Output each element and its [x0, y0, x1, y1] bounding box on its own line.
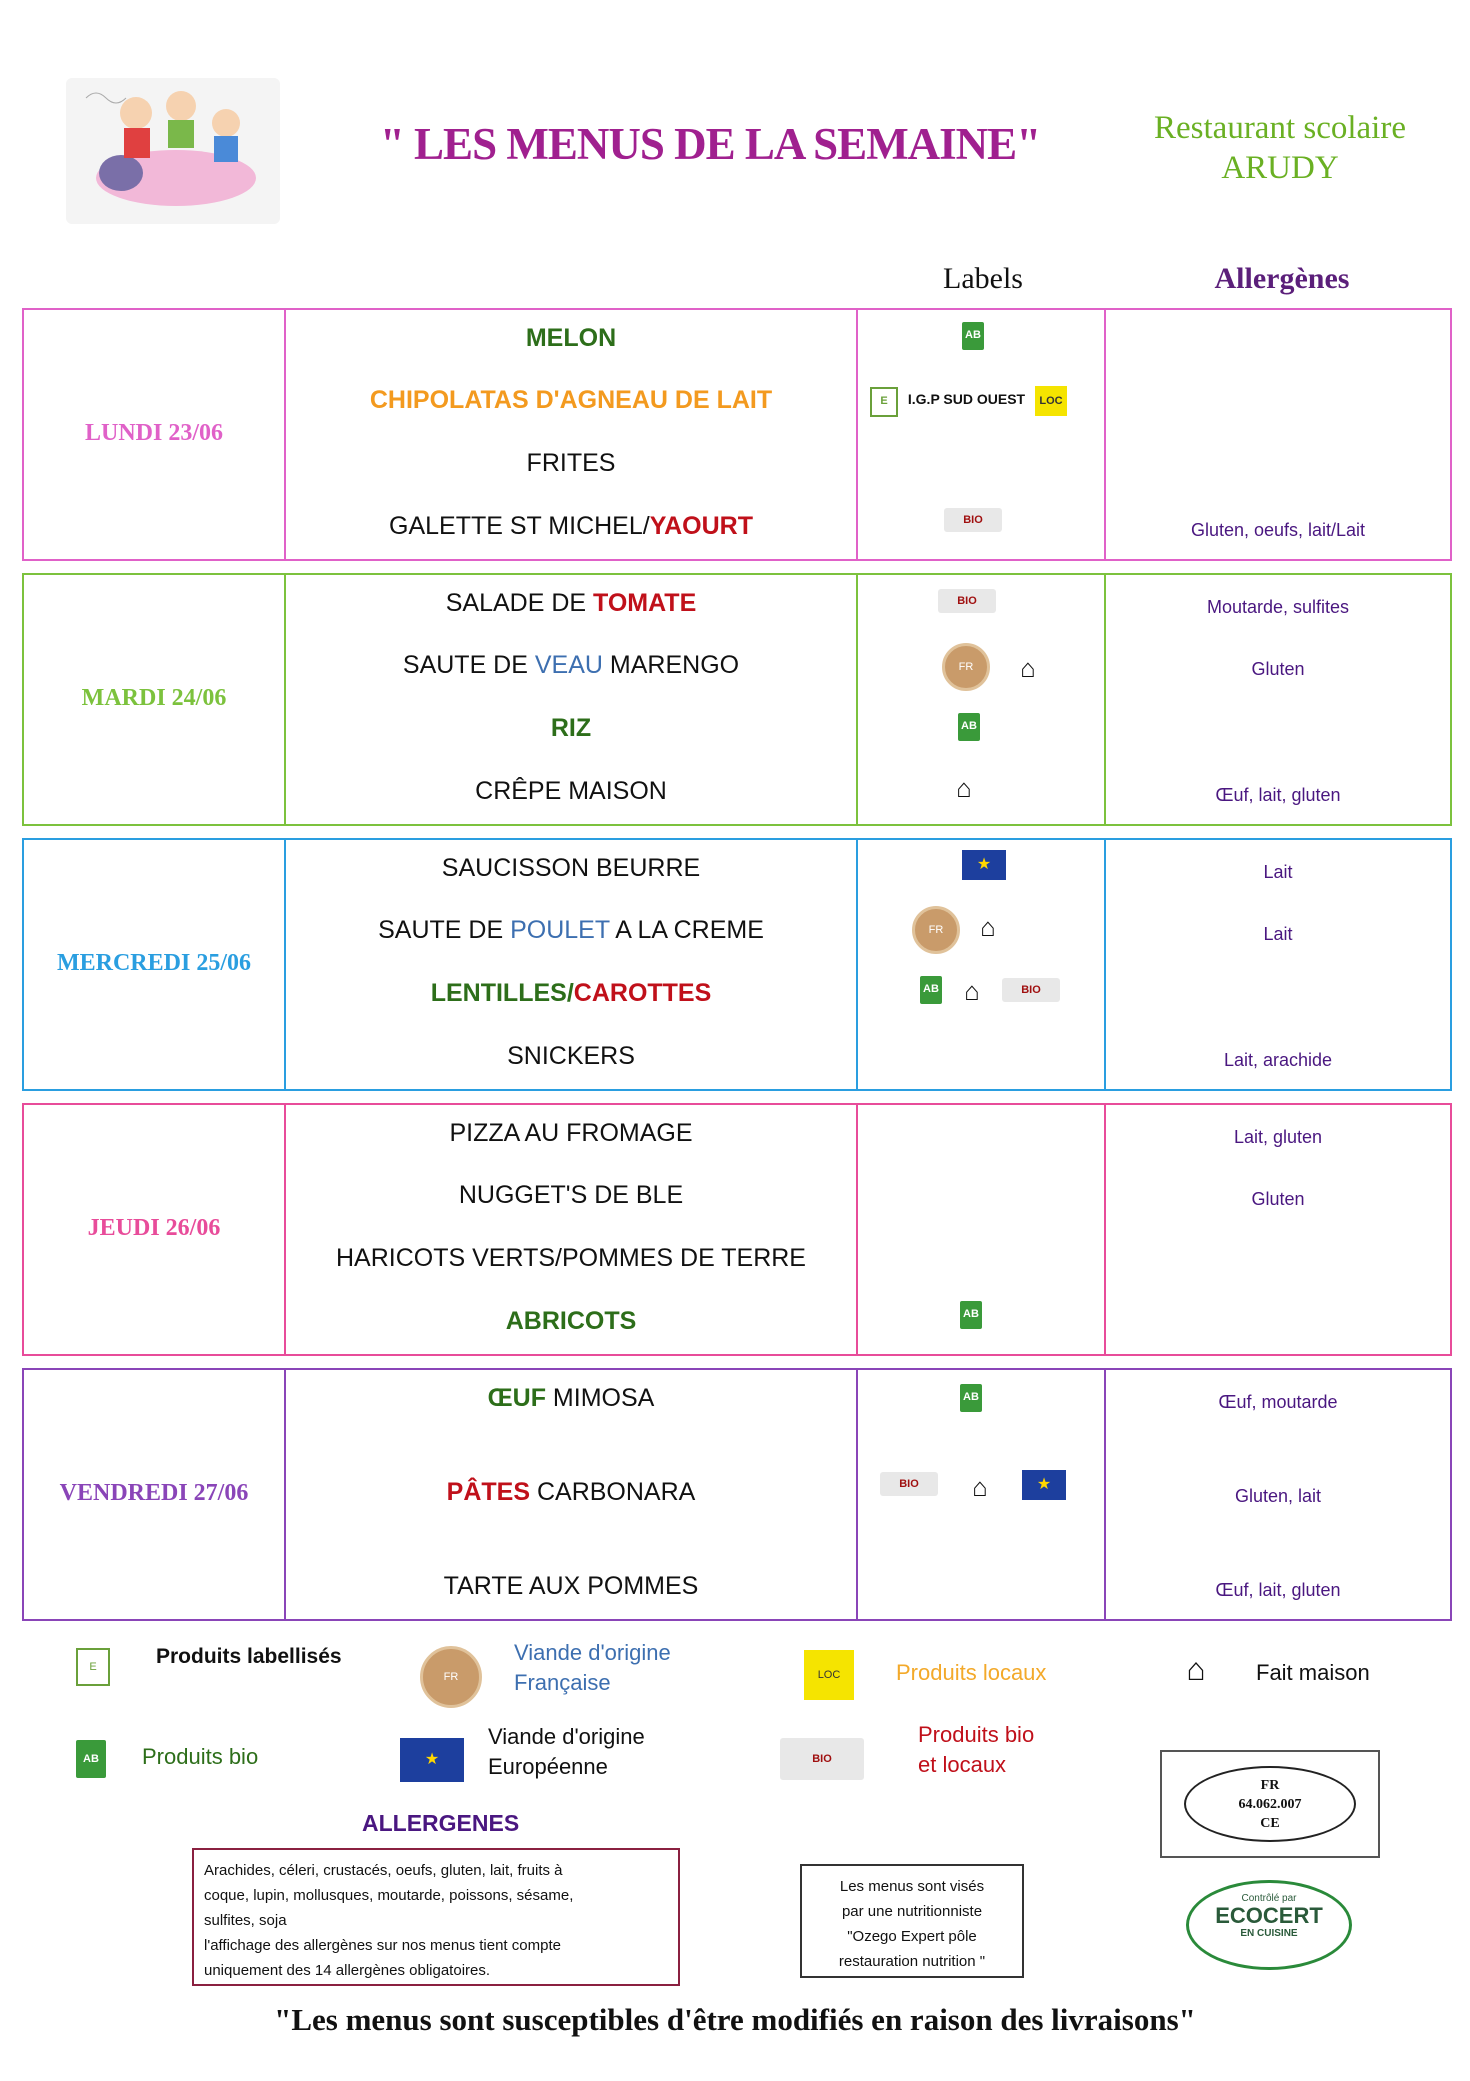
egalim-icon: E	[76, 1648, 110, 1686]
legend-local: Produits locaux	[896, 1660, 1047, 1685]
legend-labelled: Produits labellisés	[156, 1645, 342, 1668]
allergens-column-header: Allergènes	[1214, 262, 1350, 295]
day-block-friday: VENDREDI 27/06 ŒUF MIMOSA PÂTES CARBONAR…	[22, 1368, 1452, 1621]
allergen-info-box: Arachides, céleri, crustacés, oeufs, glu…	[192, 1848, 680, 1986]
dish-saucisson: SAUCISSON BEURRE	[441, 854, 701, 882]
label-igp: E I.G.P SUD OUEST LOC	[870, 386, 1114, 417]
legend-bio: Produits bio	[142, 1744, 259, 1769]
house-icon: ⌂	[1186, 1651, 1206, 1687]
french-meat-icon: FR	[420, 1646, 482, 1708]
allergen-text: Gluten, oeufs, lait/Lait	[1190, 520, 1366, 540]
dish-riz: RIZ	[550, 714, 592, 742]
eu-flag-icon: ★	[962, 850, 1006, 880]
allergen-text: Gluten	[1251, 659, 1305, 679]
eu-flag-icon: ★	[400, 1738, 464, 1782]
allergen-text: Gluten, lait	[1234, 1486, 1322, 1506]
legend-homemade: Fait maison	[1256, 1660, 1370, 1685]
restaurant-line1: Restaurant scolaire	[1154, 110, 1406, 146]
day-name: JEUDI 26/06	[87, 1215, 221, 1241]
allergens-title: ALLERGENES	[362, 1810, 520, 1836]
dish-haricots: HARICOTS VERTS/POMMES DE TERRE	[336, 1244, 806, 1272]
ab-logo-icon: AB	[76, 1740, 106, 1778]
allergen-text: Lait	[1263, 924, 1293, 944]
eu-flag-icon: ★	[1022, 1470, 1066, 1500]
allergen-text: Lait	[1263, 862, 1293, 882]
dish-oeuf-mimosa: ŒUF MIMOSA	[487, 1384, 655, 1412]
house-icon: ⌂	[980, 912, 996, 942]
day-block-tuesday: MARDI 24/06 SALADE DE TOMATE SAUTE DE VE…	[22, 573, 1452, 826]
day-name: MERCREDI 25/06	[56, 950, 251, 976]
labels-column-header: Labels	[943, 262, 1023, 295]
local-product-icon: LOC	[804, 1650, 854, 1700]
dish-frites: FRITES	[526, 449, 616, 477]
nutritionist-box: Les menus sont visés par une nutritionni…	[800, 1864, 1024, 1978]
day-name: LUNDI 23/06	[84, 420, 223, 446]
ab-logo-icon: AB	[960, 1384, 982, 1412]
bio-local-icon: BIO	[880, 1472, 938, 1496]
house-icon: ⌂	[956, 773, 972, 803]
allergen-text: Gluten	[1251, 1189, 1305, 1209]
day-name: VENDREDI 27/06	[59, 1480, 249, 1506]
bio-local-icon: BIO	[1002, 978, 1060, 1002]
allergen-text: Œuf, lait, gluten	[1215, 1580, 1341, 1600]
egalim-icon: E	[870, 387, 898, 417]
bio-local-icon: BIO	[944, 508, 1002, 532]
house-icon: ⌂	[972, 1472, 988, 1502]
dish-nuggets: NUGGET'S DE BLE	[458, 1181, 684, 1209]
dish-pizza: PIZZA AU FROMAGE	[449, 1119, 693, 1147]
footer-note: "Les menus sont susceptibles d'être modi…	[274, 2002, 1196, 2037]
day-block-thursday: JEUDI 26/06 PIZZA AU FROMAGE NUGGET'S DE…	[22, 1103, 1452, 1356]
french-meat-icon: FR	[942, 643, 990, 691]
restaurant-name: Restaurant scolaire ARUDY	[1130, 108, 1430, 188]
day-block-wednesday: MERCREDI 25/06 SAUCISSON BEURRE SAUTE DE…	[22, 838, 1452, 1091]
dish-pates-carbonara: PÂTES CARBONARA	[446, 1478, 696, 1506]
french-meat-icon: FR	[912, 906, 960, 954]
bio-local-icon: BIO	[938, 589, 996, 613]
house-icon: ⌂	[964, 976, 980, 1006]
allergen-text: Moutarde, sulfites	[1206, 597, 1350, 617]
dish-galette-yaourt: GALETTE ST MICHEL/YAOURT	[389, 512, 753, 540]
dish-chipolatas: CHIPOLATAS D'AGNEAU DE LAIT	[369, 386, 773, 414]
page-title: " LES MENUS DE LA SEMAINE"	[379, 119, 1041, 169]
ab-logo-icon: AB	[958, 713, 980, 741]
dish-tarte-pommes: TARTE AUX POMMES	[443, 1572, 699, 1600]
allergen-text: Œuf, moutarde	[1218, 1392, 1338, 1412]
dish-lentilles-carottes: LENTILLES/CAROTTES	[430, 979, 712, 1007]
dish-saute-veau: SAUTE DE VEAU MARENGO	[402, 651, 740, 679]
restaurant-line2: ARUDY	[1221, 150, 1339, 186]
dish-snickers: SNICKERS	[507, 1042, 635, 1070]
ecocert-logo: Contrôlé par ECOCERT EN CUISINE	[1186, 1880, 1352, 1970]
children-eating-illustration	[66, 78, 280, 224]
dish-abricots: ABRICOTS	[505, 1307, 637, 1335]
dish-crepe: CRÊPE MAISON	[475, 777, 667, 805]
house-icon: ⌂	[1020, 653, 1036, 683]
allergen-text: Lait, gluten	[1233, 1127, 1323, 1147]
dish-melon: MELON	[525, 324, 617, 352]
day-name: MARDI 24/06	[81, 685, 227, 711]
ab-logo-icon: AB	[920, 976, 942, 1004]
bio-local-icon: BIO	[780, 1738, 864, 1780]
allergen-text: Œuf, lait, gluten	[1215, 785, 1341, 805]
ab-logo-icon: AB	[960, 1301, 982, 1329]
dish-salade-tomate: SALADE DE TOMATE	[445, 589, 697, 617]
local-product-icon: LOC	[1035, 386, 1067, 416]
ab-logo-icon: AB	[962, 322, 984, 350]
allergen-text: Lait, arachide	[1223, 1050, 1333, 1070]
dish-saute-poulet: SAUTE DE POULET A LA CREME	[378, 916, 764, 944]
day-block-monday: LUNDI 23/06 MELON CHIPOLATAS D'AGNEAU DE…	[22, 308, 1452, 561]
